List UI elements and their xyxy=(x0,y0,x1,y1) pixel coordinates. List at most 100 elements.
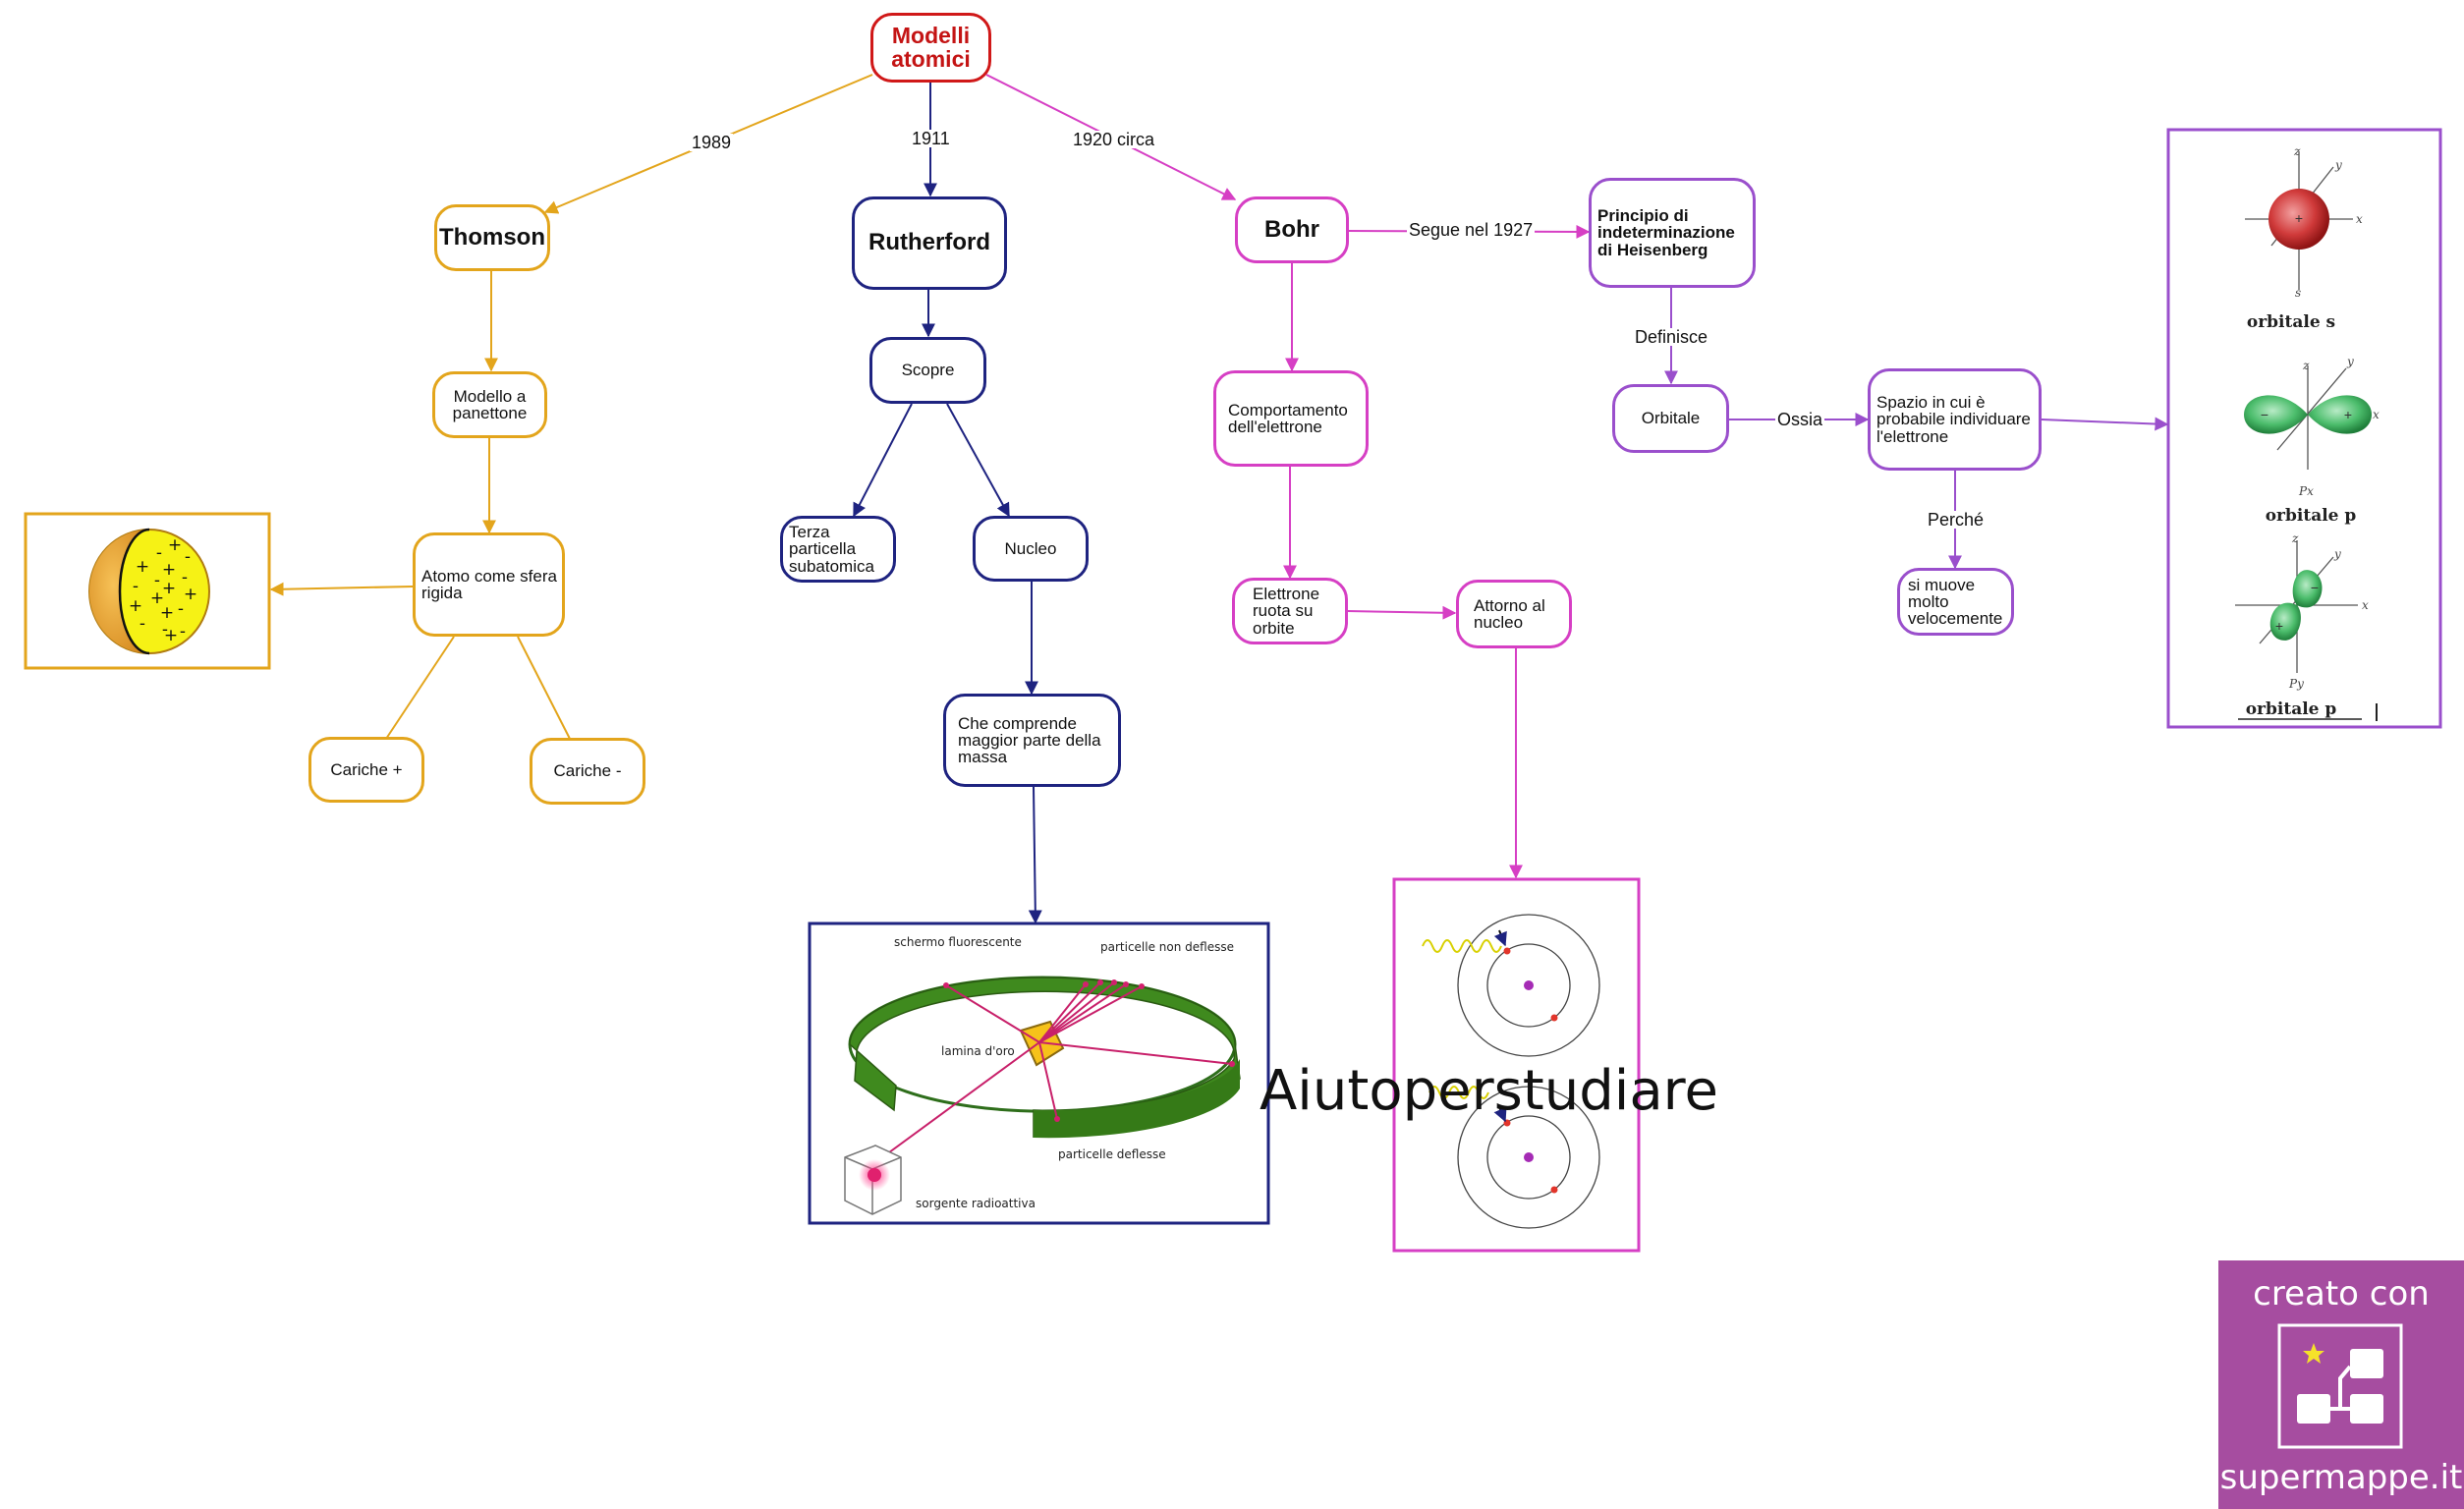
thomson-node[interactable]: Thomson xyxy=(434,204,550,271)
orbitals-image: + − + − + z y x s z y x xyxy=(2166,128,2442,729)
thomson-connectors xyxy=(269,74,873,740)
svg-text:-: - xyxy=(182,568,188,587)
scopre-node[interactable]: Scopre xyxy=(869,337,986,404)
supermappe-badge[interactable]: creato con supermappe.it xyxy=(2218,1260,2464,1509)
cariche-neg-label: Cariche - xyxy=(553,761,622,781)
bohr-node[interactable]: Bohr xyxy=(1235,196,1349,263)
terza-label: Terza particella subatomica xyxy=(789,523,874,576)
svg-text:+: + xyxy=(184,585,197,604)
symbol-s: s xyxy=(2295,286,2301,300)
attorno-node[interactable]: Attorno al nucleo xyxy=(1456,580,1572,648)
orbitale-label: Orbitale xyxy=(1641,409,1701,428)
nucleo-node[interactable]: Nucleo xyxy=(973,516,1089,582)
thomson-atom-image: +-- ++- --+ +++ -+- -+- xyxy=(24,512,271,670)
attorno-label: Attorno al nucleo xyxy=(1474,595,1545,632)
rutherford-node[interactable]: Rutherford xyxy=(852,196,1007,290)
svg-text:-: - xyxy=(180,622,186,642)
svg-text:-: - xyxy=(156,543,162,563)
symbol-py: Py xyxy=(2288,677,2304,691)
edge-label-definisce: Definisce xyxy=(1633,327,1710,347)
bohr-label: Bohr xyxy=(1264,215,1319,243)
comportamento-label: Comportamento dell'elettrone xyxy=(1228,400,1348,436)
svg-text:+: + xyxy=(160,603,174,623)
spazio-label: Spazio in cui è probabile individuare l'… xyxy=(1876,393,2031,446)
label-orbitale-px: orbitale p xyxy=(2266,506,2357,526)
edge-label-1911: 1911 xyxy=(910,129,952,148)
edge-label-perche: Perché xyxy=(1926,510,1987,530)
panettone-node[interactable]: Modello a panettone xyxy=(432,371,547,438)
axis-z-px: z xyxy=(2302,359,2310,372)
orbital-s: + xyxy=(2245,151,2353,290)
svg-text:+: + xyxy=(164,626,178,645)
brand-text: Aiutoperstudiare xyxy=(1260,1059,1718,1123)
svg-text:-: - xyxy=(162,620,168,640)
svg-text:-: - xyxy=(140,614,145,634)
veloce-label: si muove molto velocemente xyxy=(1908,575,2003,629)
axis-z-s: z xyxy=(2293,144,2301,158)
svg-text:−: − xyxy=(2261,407,2268,422)
root-node[interactable]: Modelli atomici xyxy=(870,13,991,83)
svg-text:-: - xyxy=(133,577,139,596)
ruota-label: Elettrone ruota su orbite xyxy=(1253,585,1320,638)
label-orbitale-s: orbitale s xyxy=(2247,312,2335,332)
axis-y-px: y xyxy=(2346,355,2354,368)
svg-text:+: + xyxy=(2295,210,2303,226)
svg-text:+: + xyxy=(129,596,142,616)
edge-label-ossia: Ossia xyxy=(1775,410,1825,429)
axis-x-s: x xyxy=(2356,212,2363,226)
bohr-orbits-image xyxy=(1392,877,1641,1253)
label-orbitale-py: orbitale p xyxy=(2246,699,2337,719)
sfera-node[interactable]: Atomo come sfera rigida xyxy=(413,532,565,637)
orbital-py: − + xyxy=(2235,540,2358,673)
svg-text:-: - xyxy=(178,599,184,619)
label-schermo: schermo fluorescente xyxy=(894,935,1022,949)
badge-top-text: creato con xyxy=(2253,1274,2430,1313)
badge-bottom-text: supermappe.it xyxy=(2219,1458,2463,1497)
rutherford-experiment-image: schermo fluorescente particelle non defl… xyxy=(808,922,1270,1225)
nucleo-label: Nucleo xyxy=(1004,538,1057,558)
principio-node[interactable]: Principio di indeterminazione di Heisenb… xyxy=(1589,178,1756,288)
svg-text:+: + xyxy=(2344,407,2352,422)
svg-text:-: - xyxy=(154,571,160,590)
cariche-pos-node[interactable]: Cariche + xyxy=(308,737,424,803)
thomson-label: Thomson xyxy=(439,223,545,251)
label-deflesse: particelle deflesse xyxy=(1058,1147,1166,1161)
svg-text:-: - xyxy=(185,547,191,567)
spazio-node[interactable]: Spazio in cui è probabile individuare l'… xyxy=(1868,368,2042,471)
comportamento-node[interactable]: Comportamento dell'elettrone xyxy=(1213,370,1369,467)
cariche-neg-node[interactable]: Cariche - xyxy=(530,738,645,805)
comprende-label: Che comprende maggior parte della massa xyxy=(958,713,1101,767)
sfera-label: Atomo come sfera rigida xyxy=(421,566,557,602)
label-sorgente: sorgente radioattiva xyxy=(916,1197,1036,1210)
root-label: Modelli atomici xyxy=(891,23,971,72)
panettone-label: Modello a panettone xyxy=(452,386,528,422)
svg-text:+: + xyxy=(162,579,176,598)
svg-text:+: + xyxy=(168,535,182,555)
axis-x-py: x xyxy=(2362,598,2369,612)
axis-x-px: x xyxy=(2373,408,2380,421)
comprende-node[interactable]: Che comprende maggior parte della massa xyxy=(943,694,1121,787)
supermappe-logo-icon xyxy=(2277,1323,2403,1449)
rutherford-label: Rutherford xyxy=(868,229,990,256)
edge-label-1920: 1920 circa xyxy=(1071,130,1157,149)
svg-text:+: + xyxy=(2275,618,2283,634)
svg-text:+: + xyxy=(150,588,164,608)
svg-text:+: + xyxy=(162,560,176,580)
svg-text:−: − xyxy=(2311,580,2319,595)
symbol-px: Px xyxy=(2298,484,2314,498)
axis-y-py: y xyxy=(2333,547,2341,561)
edge-label-segue: Segue nel 1927 xyxy=(1407,220,1536,240)
veloce-node[interactable]: si muove molto velocemente xyxy=(1897,568,2014,636)
axis-z-py: z xyxy=(2291,531,2299,545)
scopre-label: Scopre xyxy=(901,361,955,380)
svg-text:+: + xyxy=(136,557,149,577)
orbitale-node[interactable]: Orbitale xyxy=(1612,384,1729,453)
cariche-pos-label: Cariche + xyxy=(330,759,403,779)
terza-node[interactable]: Terza particella subatomica xyxy=(780,516,896,583)
ruota-node[interactable]: Elettrone ruota su orbite xyxy=(1232,578,1348,644)
edge-label-1989: 1989 xyxy=(690,133,734,152)
label-lamina: lamina d'oro xyxy=(941,1044,1015,1058)
axis-y-s: y xyxy=(2334,158,2342,172)
principio-label: Principio di indeterminazione di Heisenb… xyxy=(1597,206,1735,259)
